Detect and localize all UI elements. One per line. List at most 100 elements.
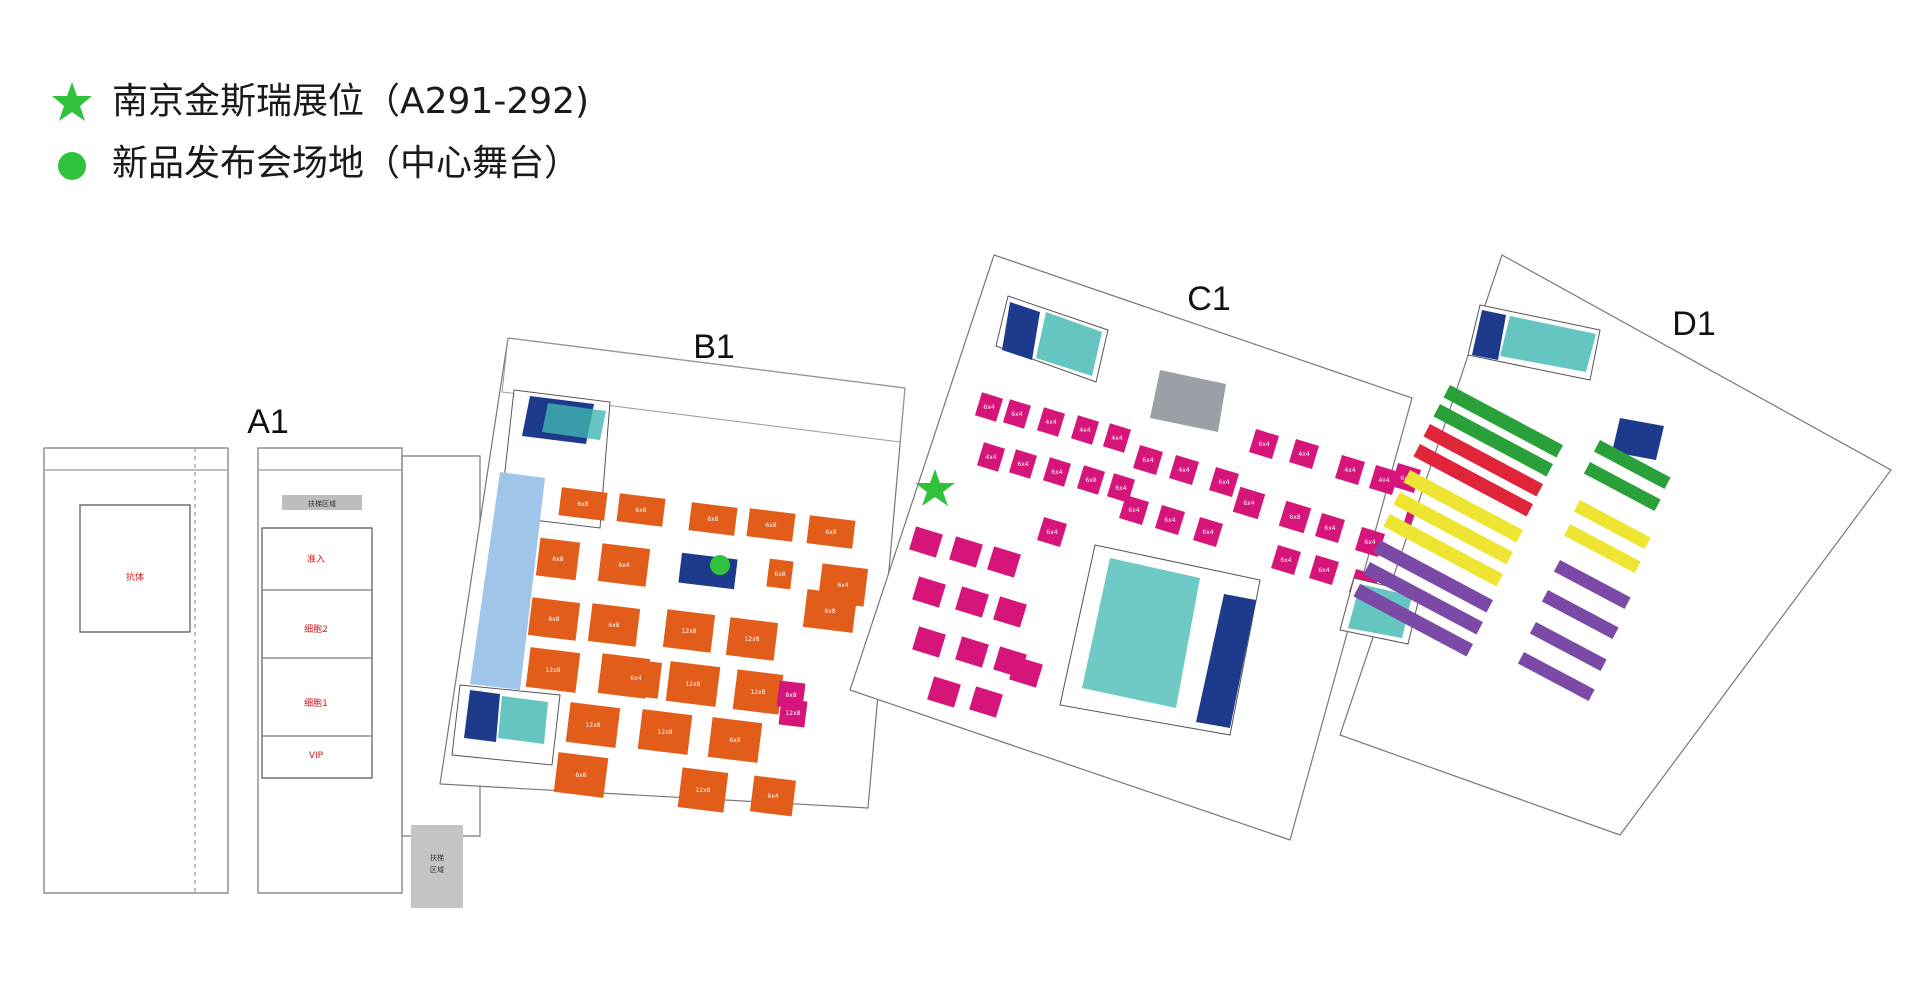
booth-size-label: 6x8 (825, 529, 836, 536)
booth-size-label: 6x4 (1202, 529, 1213, 536)
a1-zone-antibody: 抗体 (126, 571, 144, 583)
booth (609, 657, 663, 699)
booth (1315, 513, 1345, 543)
booth (525, 647, 581, 693)
booth-size-label: 6x4 (1258, 441, 1269, 448)
booth (527, 597, 581, 641)
booth (587, 603, 641, 647)
hall-label-b1: B1 (693, 328, 735, 366)
d1-booth-rows (1353, 384, 1671, 702)
hall-label-d1: D1 (1672, 305, 1715, 343)
booth (688, 502, 738, 536)
booth-size-label: 8x8 (785, 692, 796, 699)
booth-size-label: 6x4 (1011, 411, 1022, 418)
booth (1335, 455, 1365, 485)
booth-size-label: 6x8 (824, 608, 835, 615)
booth-size-label: 12x8 (744, 636, 759, 643)
booth (1209, 467, 1239, 497)
circle-icon (58, 152, 86, 180)
booth-size-label: 12x8 (785, 710, 800, 717)
booth-size-label: 12x8 (657, 729, 672, 736)
booth-size-label: 6x4 (1128, 507, 1139, 514)
booth-size-label: 12x8 (585, 722, 600, 729)
booth-size-label: 6x4 (1324, 525, 1335, 532)
a1-zone-cell1: 细胞1 (304, 697, 328, 709)
booth-size-label: 6x4 (1280, 557, 1291, 564)
booth-size-label: 12x8 (750, 689, 765, 696)
booth-row (1541, 590, 1619, 640)
booth (1249, 429, 1279, 459)
booth-size-label: 6x4 (618, 562, 629, 569)
a1-escalator-top (282, 495, 362, 510)
booth-size-label: 6x4 (1115, 485, 1126, 492)
hall-label-a1: A1 (247, 403, 289, 441)
booth-size-label: 4x4 (1344, 467, 1355, 474)
booth-row (1363, 562, 1484, 635)
booth-size-label: 6x4 (1142, 457, 1153, 464)
booth-size-label: 12x8 (681, 628, 696, 635)
booth (746, 508, 796, 542)
booth (553, 752, 609, 798)
booth-row (1593, 440, 1671, 490)
booth-size-label: 6x4 (983, 404, 994, 411)
booth-size-label: 6x8 (552, 556, 563, 563)
booth-row (1413, 444, 1534, 517)
booth-row (1583, 462, 1661, 512)
star-icon (52, 82, 92, 121)
booth-size-label: 4x4 (1178, 467, 1189, 474)
booth-size-label: 6x8 (1085, 477, 1096, 484)
booth (1369, 465, 1399, 495)
a1-escalator-bottom-label-2: 区域 (430, 865, 444, 874)
booth-size-label: 6x4 (1218, 479, 1229, 486)
booth (1042, 457, 1072, 487)
booth-size-label: 6x4 (767, 793, 778, 800)
booth (1076, 465, 1106, 495)
booth (1133, 445, 1163, 475)
a1-escalator-top-label: 扶梯区域 (308, 499, 336, 508)
booth-row (1373, 539, 1494, 613)
booth (955, 636, 989, 668)
booth (749, 775, 797, 817)
booth-row (1573, 500, 1651, 550)
booth (993, 596, 1027, 628)
booth (1106, 473, 1136, 503)
hall-a1 (43, 447, 481, 894)
booth (976, 442, 1006, 472)
booth-size-label: 4x4 (1298, 451, 1309, 458)
booth-size-label: 6x8 (729, 737, 740, 744)
legend-label-booth: 南京金斯瑞展位（A291-292) (112, 81, 590, 122)
booth (732, 669, 784, 715)
booth (1309, 555, 1339, 585)
booth-row (1443, 384, 1564, 458)
booth-size-label: 6x8 (774, 571, 785, 578)
booth (802, 589, 858, 633)
booth-size-label: 6x8 (548, 616, 559, 623)
booth-row (1423, 424, 1544, 497)
booth-size-label: 6x8 (635, 507, 646, 514)
booth (616, 493, 666, 527)
booth (1271, 545, 1301, 575)
booth (912, 576, 946, 608)
hall-label-c1: C1 (1187, 280, 1230, 318)
booth-size-label: 6x8 (765, 522, 776, 529)
booth (1289, 439, 1319, 469)
booth-size-label: 4x4 (985, 454, 996, 461)
booth-size-label: 6x8 (575, 772, 586, 779)
booth (912, 626, 946, 658)
booth-size-label: 6x4 (1017, 461, 1028, 468)
booth (725, 617, 779, 661)
booth (1155, 505, 1185, 535)
booth-size-label: 6x4 (1164, 517, 1175, 524)
booth (677, 767, 729, 813)
booth-size-label: 12x8 (545, 667, 560, 674)
booth (662, 609, 716, 653)
booth (1169, 455, 1199, 485)
booth (535, 537, 581, 581)
booth (1278, 500, 1312, 534)
booth-row (1517, 652, 1595, 702)
booth (637, 709, 693, 755)
booth (1070, 415, 1100, 445)
booth-row (1353, 584, 1474, 657)
booth (974, 392, 1004, 422)
booth-size-label: 6x4 (1046, 529, 1057, 536)
